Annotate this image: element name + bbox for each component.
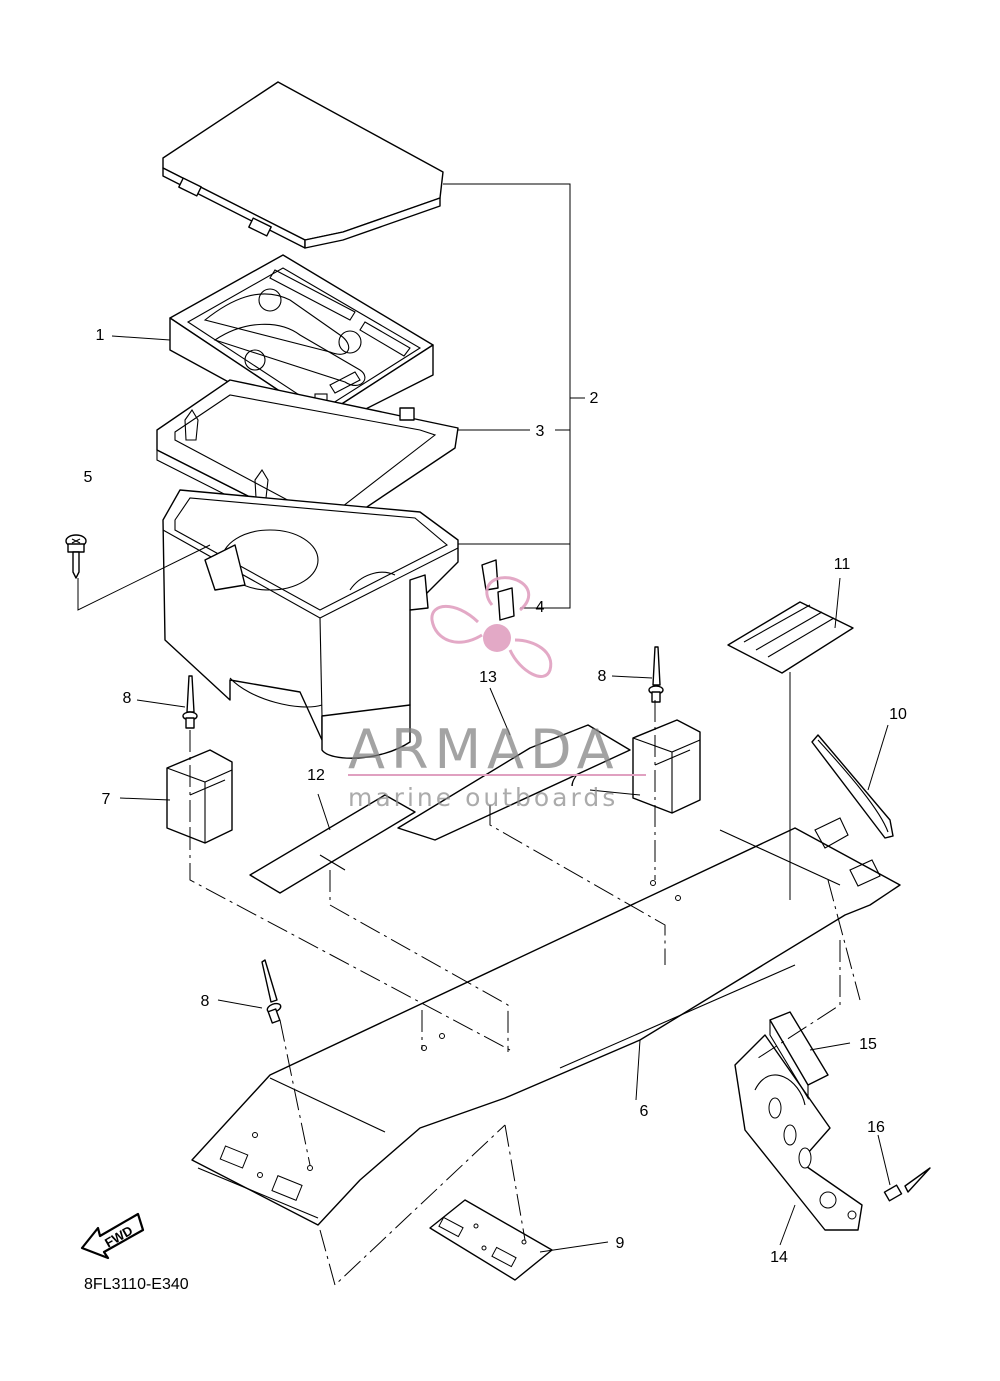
part-12-strip: [249, 794, 416, 894]
callout-5: 5: [84, 469, 93, 486]
callout-15: 15: [859, 1036, 877, 1053]
part-6-deck-panel: [191, 817, 901, 1226]
callout-8-left: 8: [123, 690, 132, 707]
callout-8-right: 8: [598, 668, 607, 685]
part-13-strip: [397, 724, 631, 841]
callout-14: 14: [770, 1249, 788, 1266]
leader-lines: [77, 183, 891, 1286]
callout-11: 11: [834, 556, 851, 573]
callout-9: 9: [616, 1235, 625, 1252]
callout-7-right: 7: [569, 773, 578, 790]
callout-4: 4: [536, 599, 545, 616]
callout-6: 6: [640, 1103, 649, 1120]
callout-16: 16: [867, 1119, 885, 1136]
callout-3: 3: [536, 423, 545, 440]
part-15-block: [769, 1011, 829, 1100]
part-11-mat: [727, 601, 854, 674]
forward-arrow-icon: FWD: [80, 1212, 145, 1260]
armada-propeller-logo-icon: [430, 576, 553, 678]
part-8-rivet-right: [648, 646, 664, 703]
part-4-clip: [481, 559, 515, 621]
callout-13: 13: [479, 669, 497, 686]
part-8-rivet-left: [182, 675, 198, 729]
callout-2: 2: [590, 390, 599, 407]
part-8-rivet-lower: [261, 959, 282, 1024]
part-10-grip: [811, 734, 894, 839]
part-7-bracket-left: [166, 749, 233, 844]
callout-labels: 1 2 3 4 5 6 7 7 8 8 8 9 10 11 12 13 14 1…: [84, 327, 907, 1266]
callout-7-left: 7: [102, 791, 111, 808]
callout-8-lower: 8: [201, 993, 210, 1010]
part-5-screw: [65, 534, 87, 579]
watermark-underline: [348, 774, 646, 776]
part-7-bracket-right: [632, 719, 701, 814]
callout-10: 10: [889, 706, 907, 723]
watermark-brand: ARMADA: [348, 718, 620, 781]
part-9-pad: [429, 1199, 553, 1281]
part-16-rivet: [883, 1167, 931, 1202]
watermark-tagline: marine outboards: [348, 783, 618, 812]
diagram-code: 8FL3110-E340: [84, 1276, 189, 1293]
callout-12: 12: [307, 767, 325, 784]
part-2-box-lid: [162, 81, 444, 249]
part-14-bracket-plate: [734, 1034, 863, 1231]
callout-1: 1: [96, 327, 105, 344]
part-2-storage-box: [162, 489, 459, 759]
